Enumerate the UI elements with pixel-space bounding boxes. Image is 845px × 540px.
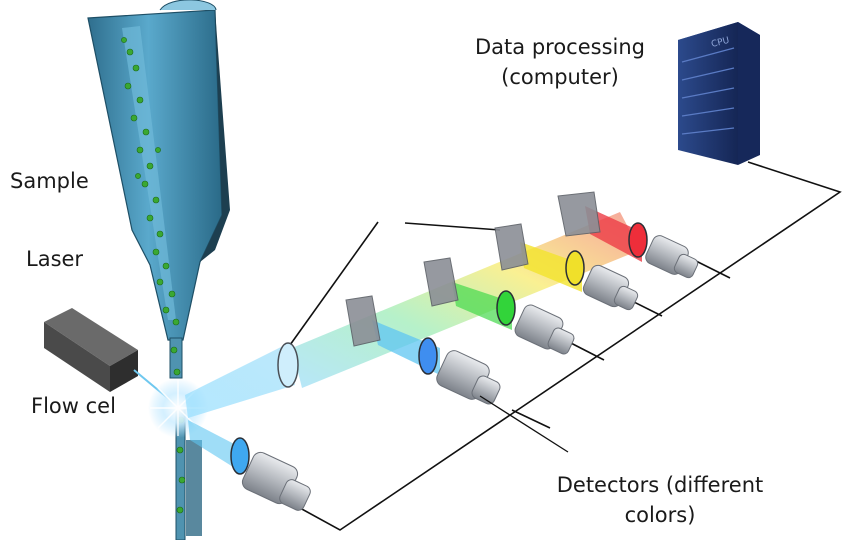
sample-particles: [121, 37, 186, 514]
laser-source-icon: [44, 308, 171, 401]
detector-pointer-lines: [479, 395, 569, 453]
computer-case-text: CPU: [710, 36, 730, 50]
laser-label: Laser: [26, 247, 84, 271]
data-processing-title: Data processing: [475, 35, 645, 59]
filter-lenses: [230, 222, 648, 475]
data-processing-subtitle: (computer): [501, 65, 619, 89]
collection-lens-icon: [277, 342, 299, 388]
data-processing-label: Data processing (computer): [460, 32, 660, 92]
detector-3-icon: [514, 304, 575, 355]
sample-tube: [87, 0, 230, 540]
sample-label: Sample: [10, 169, 89, 193]
flow-cell-label: Flow cel: [31, 394, 116, 418]
detectors-title: Detectors (different: [556, 473, 764, 497]
detector-4-icon: [582, 264, 639, 311]
detector-1-icon: [241, 451, 311, 511]
light-beams: [185, 206, 642, 470]
detector-icons: [241, 235, 699, 511]
detector-2-icon: [436, 350, 501, 405]
detectors-label: Detectors (different colors): [540, 470, 780, 530]
detectors-subtitle: colors): [624, 503, 696, 527]
dichroic-mirrors: [345, 191, 601, 347]
detector-5-icon: [645, 235, 699, 279]
computer-icon: CPU: [678, 22, 760, 165]
